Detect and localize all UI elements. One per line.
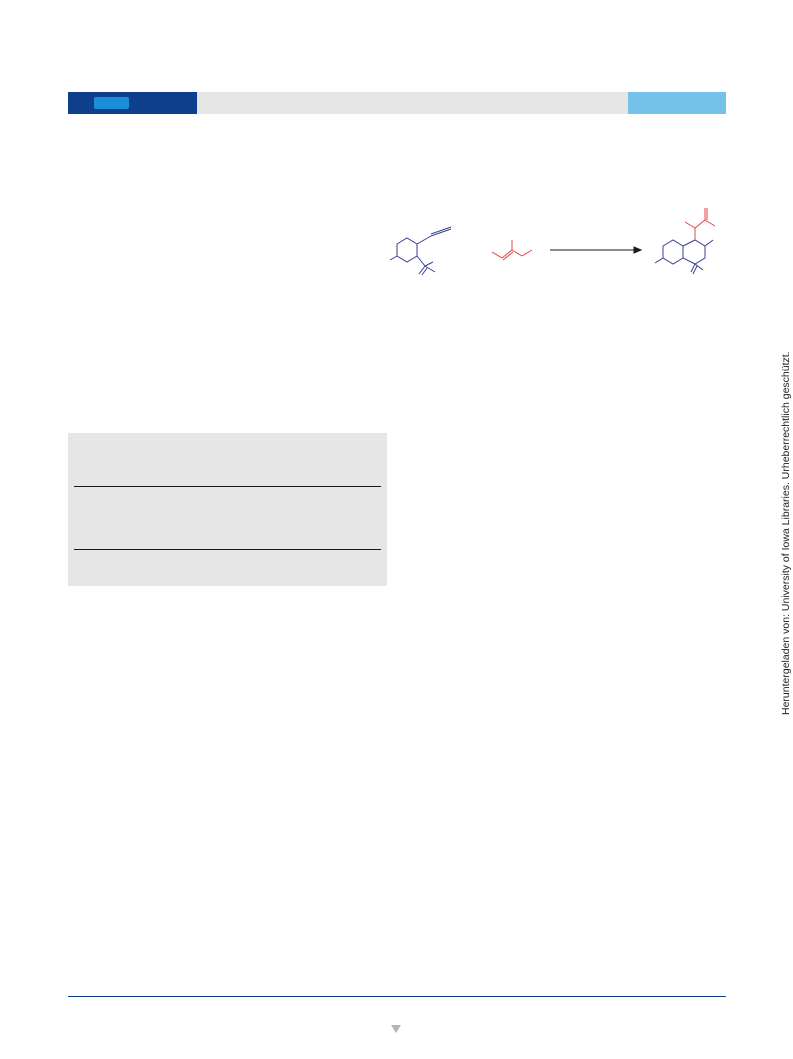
reaction-scheme — [389, 208, 716, 276]
download-notice: Heruntergeladen von: University of Iowa … — [780, 351, 792, 715]
header-badge — [94, 97, 129, 109]
table-rule-top — [74, 486, 381, 487]
header-right-block — [628, 92, 726, 114]
reaction-arrow — [550, 246, 643, 254]
next-page-triangle-icon[interactable] — [391, 1025, 401, 1033]
header-left-block — [68, 92, 197, 114]
product-side-chain — [684, 208, 716, 240]
reactant-molecule — [389, 226, 452, 276]
footer-rule — [68, 996, 726, 997]
data-table-panel — [68, 433, 387, 586]
header-bar — [68, 92, 726, 114]
product-molecule — [654, 239, 714, 275]
reagent-molecule — [491, 240, 533, 261]
table-rule-bottom — [74, 549, 381, 550]
